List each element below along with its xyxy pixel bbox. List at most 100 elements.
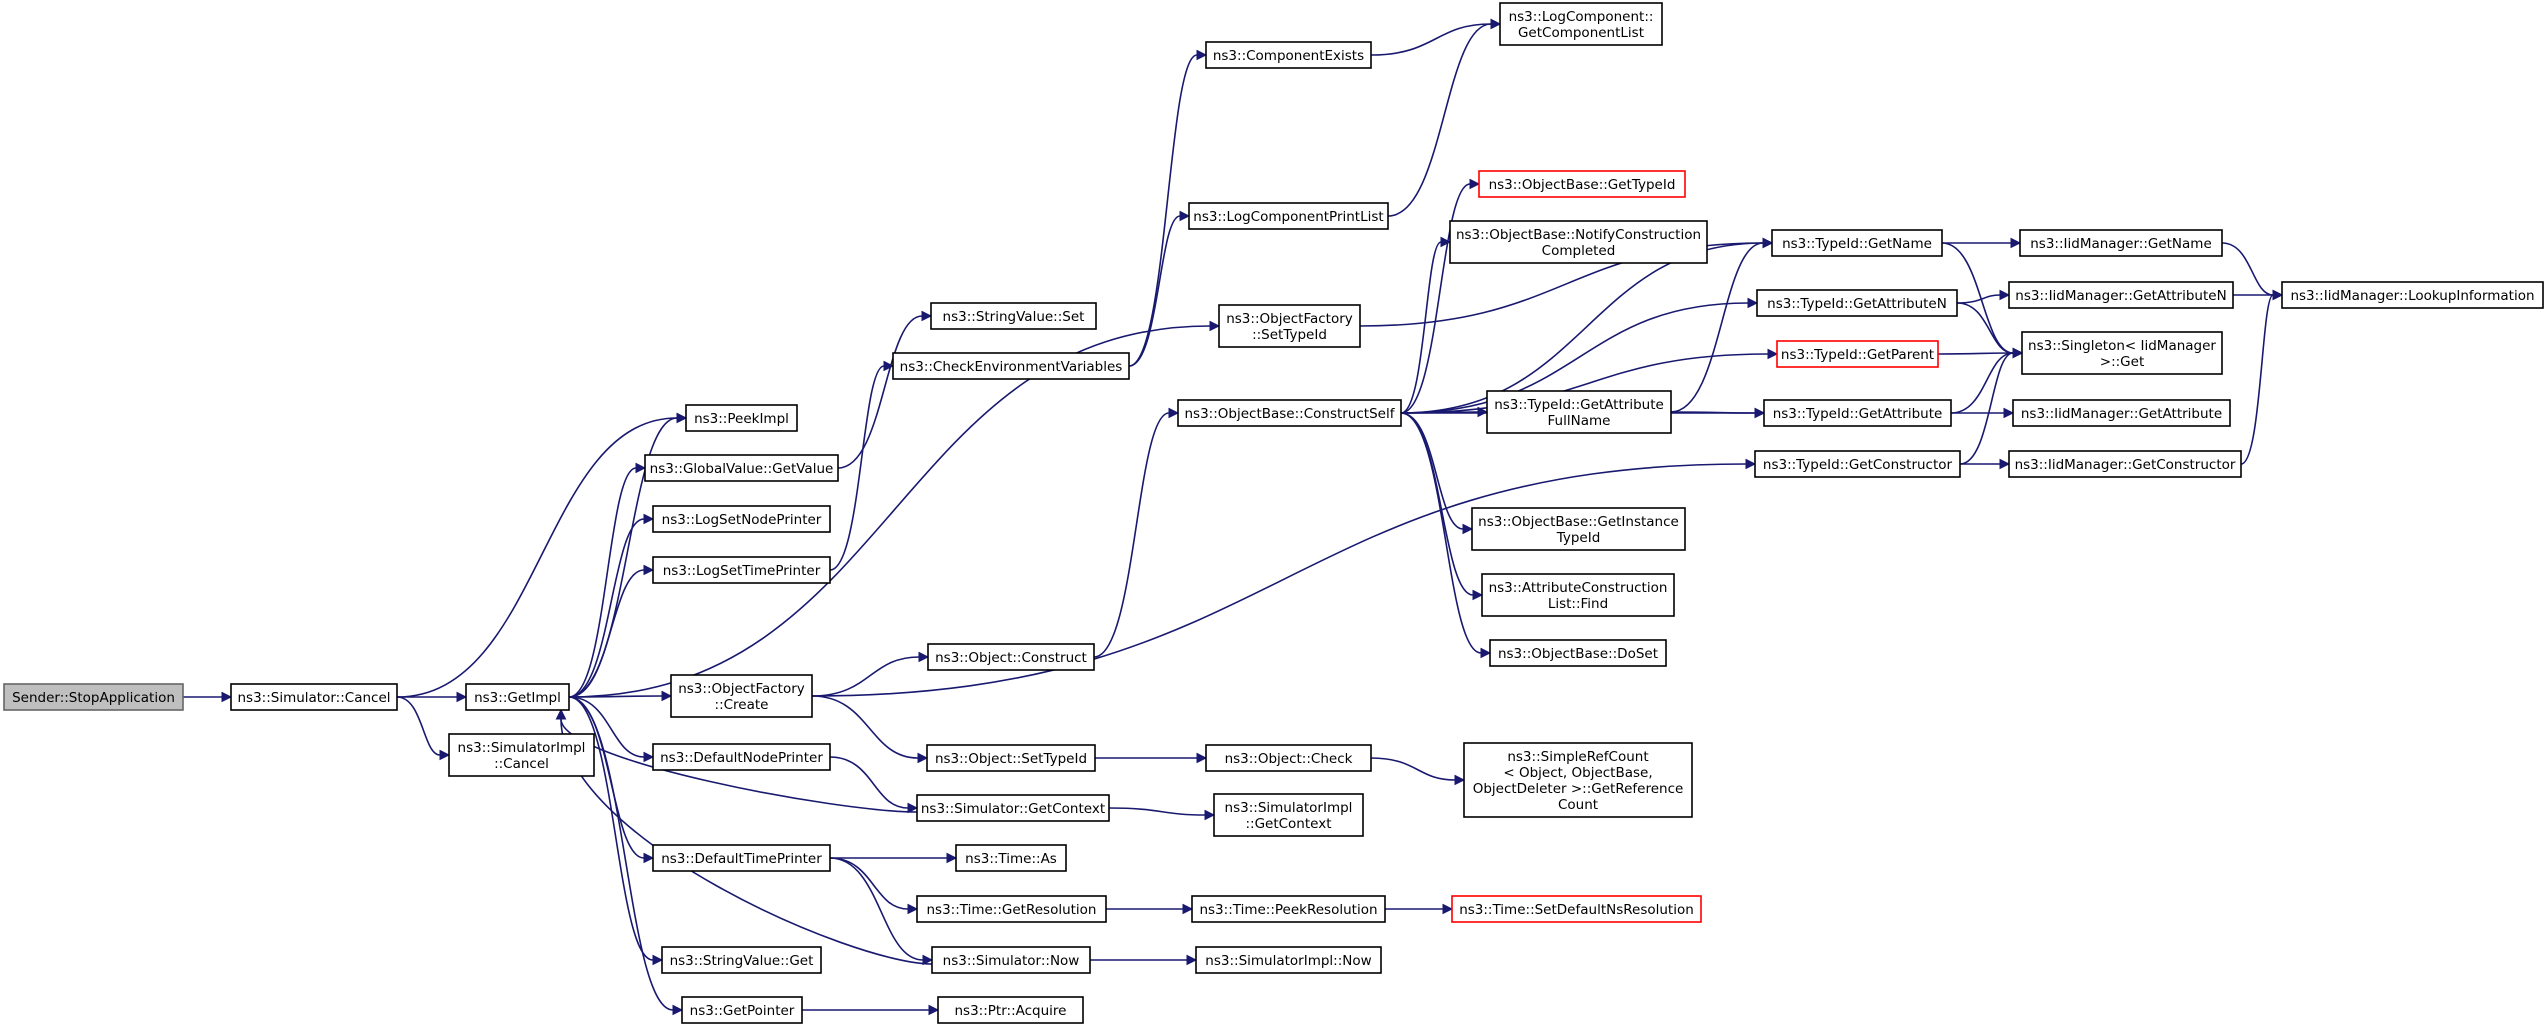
edge-arrowhead [1754, 407, 1766, 419]
node-ptr-acquire[interactable]: ns3::Ptr::Acquire [937, 996, 1084, 1024]
node-defnode[interactable]: ns3::DefaultNodePrinter [652, 743, 831, 771]
node-logcomp-getlist[interactable]: ns3::LogComponent::GetComponentList [1499, 2, 1663, 46]
edge-line [811, 656, 920, 697]
node-lognode[interactable]: ns3::LogSetNodePrinter [652, 505, 831, 533]
edge-line [568, 518, 645, 698]
node-box [1471, 507, 1686, 551]
node-box [685, 404, 798, 432]
node-checkenv[interactable]: ns3::CheckEnvironmentVariables [892, 352, 1130, 380]
node-label: ns3::AttributeConstruction [1489, 580, 1668, 596]
node-srefcount[interactable]: ns3::SimpleRefCount< Object, ObjectBase,… [1463, 742, 1693, 818]
node-gv-getvalue[interactable]: ns3::GlobalValue::GetValue [644, 454, 839, 482]
node-obj-check[interactable]: ns3::Object::Check [1205, 744, 1372, 772]
node-ob-notify[interactable]: ns3::ObjectBase::NotifyConstructionCompl… [1449, 220, 1708, 264]
edge-arrowhead [643, 513, 655, 525]
node-iid-lookup[interactable]: ns3::IidManager::LookupInformation [2281, 281, 2544, 309]
node-box [644, 454, 839, 482]
edge-getimpl-to-defnode [568, 696, 655, 763]
node-box [931, 946, 1091, 974]
edge-arrowhead [1462, 523, 1474, 535]
node-label: ns3::CheckEnvironmentVariables [900, 359, 1123, 375]
edge-getimpl-to-sv_get [568, 696, 664, 966]
node-deftime[interactable]: ns3::DefaultTimePrinter [652, 844, 831, 872]
node-label: ObjectDeleter >::GetReference [1473, 781, 1684, 797]
node-ob-doset[interactable]: ns3::ObjectBase::DoSet [1489, 639, 1667, 667]
node-sv-get[interactable]: ns3::StringValue::Get [661, 946, 822, 974]
node-box [1218, 304, 1361, 348]
node-box [1763, 399, 1952, 427]
node-box [2019, 229, 2223, 257]
node-box [465, 683, 570, 711]
node-tid-getattrn[interactable]: ns3::TypeId::GetAttributeN [1756, 289, 1958, 317]
edge-line [568, 569, 645, 698]
edge-line [568, 696, 674, 1011]
node-label: ns3::ObjectFactory [678, 681, 805, 697]
node-logcomplist[interactable]: ns3::LogComponentPrintList [1188, 202, 1389, 230]
node-label: ns3::ObjectBase::DoSet [1498, 646, 1658, 662]
node-label: ns3::TypeId::GetConstructor [1763, 457, 1953, 473]
node-logtime[interactable]: ns3::LogSetTimePrinter [652, 556, 831, 584]
edge-of_create-to-obj_construct [811, 651, 930, 697]
edge-line [1128, 215, 1181, 367]
node-label: ns3::SimulatorImpl::Now [1205, 953, 1371, 969]
node-getpointer[interactable]: ns3::GetPointer [681, 996, 803, 1024]
node-tid-getname[interactable]: ns3::TypeId::GetName [1771, 229, 1943, 257]
edge-line [1956, 294, 2001, 304]
node-time-peekres[interactable]: ns3::Time::PeekResolution [1191, 895, 1386, 923]
node-compexists[interactable]: ns3::ComponentExists [1205, 41, 1372, 69]
node-sim-cancel[interactable]: ns3::Simulator::Cancel [230, 683, 398, 711]
node-getimpl[interactable]: ns3::GetImpl [465, 683, 570, 711]
node-peekimpl[interactable]: ns3::PeekImpl [685, 404, 798, 432]
node-simimpl-cancel[interactable]: ns3::SimulatorImpl::Cancel [448, 733, 595, 777]
node-sim-now[interactable]: ns3::Simulator::Now [931, 946, 1091, 974]
node-of-create[interactable]: ns3::ObjectFactory::Create [670, 674, 813, 718]
edge-line [1400, 302, 1749, 414]
node-tid-getparent[interactable]: ns3::TypeId::GetParent [1776, 340, 1939, 368]
node-ob-gettypeid[interactable]: ns3::ObjectBase::GetTypeId [1478, 170, 1686, 198]
node-label: ns3::Ptr::Acquire [955, 1003, 1067, 1019]
node-obj-construct[interactable]: ns3::Object::Construct [927, 643, 1095, 671]
node-label: ns3::ObjectBase::GetInstance [1478, 514, 1679, 530]
node-of-settypeid[interactable]: ns3::ObjectFactory::SetTypeId [1218, 304, 1361, 348]
node-simimpl-getctx[interactable]: ns3::SimulatorImpl::GetContext [1213, 793, 1364, 837]
node-ob-constructself[interactable]: ns3::ObjectBase::ConstructSelf [1177, 399, 1402, 427]
edge-ob_constructself-to-acl_find [1400, 412, 1484, 601]
node-box [448, 733, 595, 777]
edge-arrowhead [1767, 348, 1779, 360]
edge-arrowhead [907, 802, 919, 814]
edge-deftime-to-sim_now [829, 857, 934, 966]
node-box [1771, 229, 1943, 257]
edge-time_getres-to-time_peekres [1105, 903, 1194, 915]
node-label: ns3::TypeId::GetAttribute [1773, 406, 1943, 422]
edge-sender_stop-to-sim_cancel [182, 691, 233, 703]
node-obj-settypeid[interactable]: ns3::Object::SetTypeId [926, 744, 1096, 772]
node-singleton[interactable]: ns3::Singleton< IidManager>::Get [2021, 331, 2223, 375]
node-iid-getname[interactable]: ns3::IidManager::GetName [2019, 229, 2223, 257]
node-tid-getattr[interactable]: ns3::TypeId::GetAttribute [1763, 399, 1952, 427]
node-iid-getctor[interactable]: ns3::IidManager::GetConstructor [2008, 450, 2242, 478]
node-label: ns3::DefaultTimePrinter [661, 851, 822, 867]
node-iid-getattrn[interactable]: ns3::IidManager::GetAttributeN [2008, 281, 2234, 309]
node-label: ns3::GetPointer [690, 1003, 795, 1019]
edge-tid_getattrfull-to-tid_getname [1670, 237, 1774, 413]
node-sim-getctx[interactable]: ns3::Simulator::GetContext [916, 794, 1110, 822]
edge-arrowhead [1480, 647, 1492, 659]
node-iid-getattr[interactable]: ns3::IidManager::GetAttribute [2012, 399, 2231, 427]
node-label: ns3::TypeId::GetParent [1781, 347, 1934, 363]
node-time-as[interactable]: ns3::Time::As [955, 844, 1067, 872]
edge-ob_constructself-to-ob_getinst [1400, 412, 1474, 535]
node-label: ns3::Simulator::Cancel [237, 690, 390, 706]
node-tid-getctor[interactable]: ns3::TypeId::GetConstructor [1754, 450, 1961, 478]
node-time-setdef[interactable]: ns3::Time::SetDefaultNsResolution [1451, 895, 1702, 923]
node-sender-stop[interactable]: Sender::StopApplication [3, 683, 184, 711]
node-simimpl-now[interactable]: ns3::SimulatorImpl::Now [1195, 946, 1382, 974]
node-sv-set[interactable]: ns3::StringValue::Set [930, 302, 1097, 330]
edge-checkenv-to-compexists [1128, 49, 1208, 367]
edge-line [811, 695, 919, 759]
node-time-getres[interactable]: ns3::Time::GetResolution [916, 895, 1107, 923]
node-label: ns3::TypeId::GetAttribute [1494, 397, 1664, 413]
node-label: FullName [1548, 413, 1611, 429]
